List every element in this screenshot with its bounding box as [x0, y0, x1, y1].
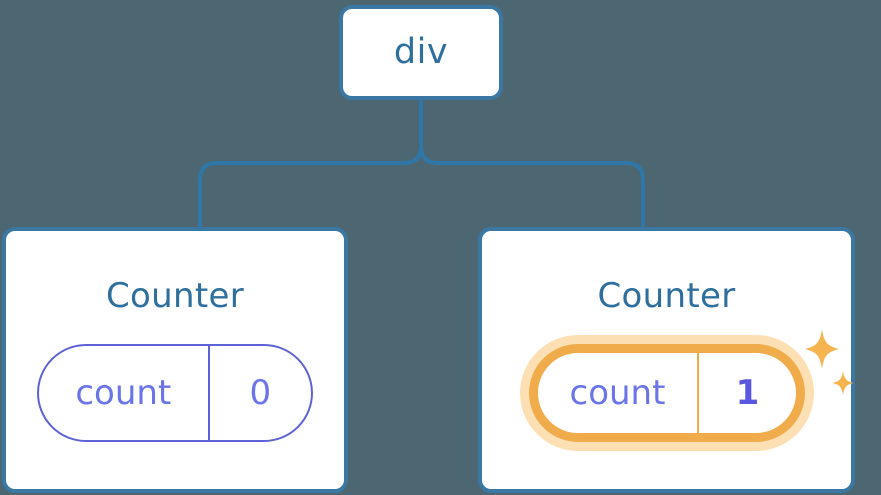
node-div-label: div [393, 32, 449, 72]
state-value-left: 0 [249, 373, 272, 413]
state-divider-right [697, 344, 700, 442]
node-counter-right[interactable]: Counter count 1 [478, 227, 855, 493]
state-pill-left-wrapper: count 0 [6, 344, 344, 442]
state-key-right: count [569, 373, 666, 413]
connector-branch-right [419, 144, 645, 229]
state-divider-left [207, 346, 210, 440]
sparkle-large-icon [804, 329, 839, 369]
state-key-left: count [75, 373, 172, 413]
state-value-right: 1 [735, 373, 760, 413]
connector-branch-left [198, 144, 423, 229]
sparkles-icon [804, 329, 854, 395]
node-counter-left[interactable]: Counter count 0 [2, 227, 348, 493]
state-pill-left[interactable]: count 0 [37, 344, 313, 442]
node-div[interactable]: div [339, 5, 503, 100]
node-counter-left-title: Counter [106, 276, 244, 316]
state-pill-right[interactable]: count 1 [528, 329, 854, 442]
sparkle-small-icon [831, 371, 854, 395]
node-counter-right-title: Counter [597, 276, 736, 316]
state-pill-right-wrapper: count 1 [482, 329, 854, 442]
